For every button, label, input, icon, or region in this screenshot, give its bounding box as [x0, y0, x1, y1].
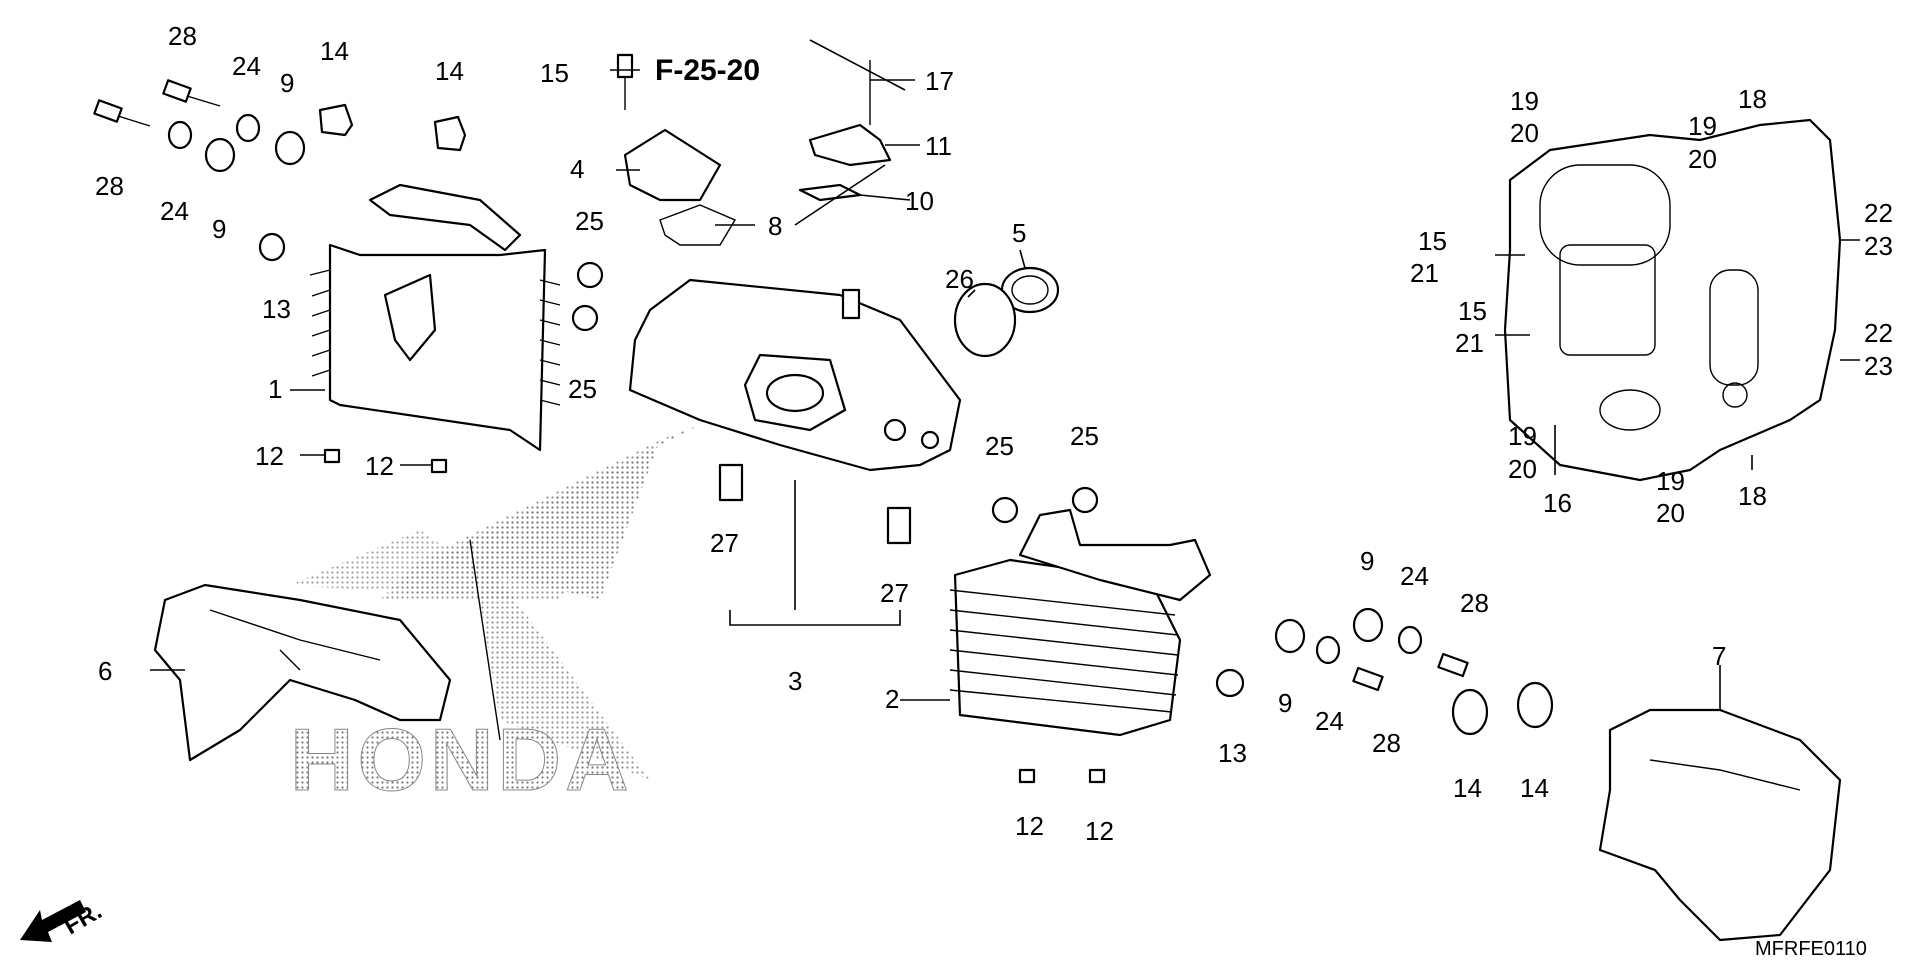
callout-25-c: 25 [985, 431, 1014, 461]
valve-cover-small [623, 128, 737, 246]
honda-watermark-text: HONDA [290, 710, 633, 809]
callout-14-c: 14 [1453, 773, 1482, 803]
callout-23-b: 23 [1864, 351, 1893, 381]
callout-12-d: 12 [1085, 816, 1114, 846]
callout-15-b: 15 [1418, 226, 1447, 256]
callout-17: 17 [925, 66, 954, 96]
callout-12-b: 12 [365, 451, 394, 481]
head-cover-plate [1503, 118, 1842, 482]
small-parts [93, 53, 1554, 784]
callout-18-a: 18 [1738, 84, 1767, 114]
callout-4: 4 [570, 154, 584, 184]
callout-24-d: 24 [1315, 706, 1344, 736]
callout-9-c: 9 [1360, 546, 1374, 576]
callout-16: 16 [1543, 488, 1572, 518]
callout-10: 10 [905, 186, 934, 216]
callout-9-d: 9 [1278, 688, 1292, 718]
callout-2: 2 [885, 684, 899, 714]
callout-15-a: 15 [540, 58, 569, 88]
callout-19-a: 19 [1510, 86, 1539, 116]
callout-1: 1 [268, 374, 282, 404]
o-ring-26 [953, 282, 1017, 358]
bracket-11 [798, 60, 892, 202]
side-cover-6 [153, 583, 452, 762]
callout-28-d: 28 [1372, 728, 1401, 758]
callout-6: 6 [98, 656, 112, 686]
callout-11: 11 [925, 131, 952, 161]
callout-24-a: 24 [232, 51, 261, 81]
drawing-code: MFRFE0110 [1755, 938, 1867, 960]
callout-20-d: 20 [1656, 498, 1685, 528]
front-direction-arrow [20, 900, 86, 942]
callout-12-a: 12 [255, 441, 284, 471]
callout-21-a: 21 [1410, 258, 1439, 288]
honda-wing-watermark [290, 425, 700, 780]
callout-7: 7 [1712, 641, 1726, 671]
callout-25-b: 25 [568, 374, 597, 404]
callout-8: 8 [768, 211, 782, 241]
front-direction-label: FR. [60, 897, 107, 940]
callout-13-b: 13 [1218, 738, 1247, 768]
callout-25-d: 25 [1070, 421, 1099, 451]
callout-24-c: 24 [1400, 561, 1429, 591]
callout-25-a: 25 [575, 206, 604, 236]
cylinder-head [628, 278, 962, 472]
callout-15-c: 15 [1458, 296, 1487, 326]
leader-lines [150, 39, 1860, 710]
callout-21-b: 21 [1455, 328, 1484, 358]
callout-27-b: 27 [880, 578, 909, 608]
callout-14-a: 14 [320, 36, 349, 66]
callout-20-b: 20 [1688, 144, 1717, 174]
callout-9-a: 9 [280, 68, 294, 98]
reference-code[interactable]: F-25-20 [655, 54, 760, 87]
callout-20-c: 20 [1508, 454, 1537, 484]
callout-19-b: 19 [1688, 111, 1717, 141]
plug-5 [1000, 266, 1060, 314]
callout-13-a: 13 [262, 294, 291, 324]
callout-26: 26 [945, 264, 974, 294]
callout-14-d: 14 [1520, 773, 1549, 803]
callout-23-a: 23 [1864, 231, 1893, 261]
callout-24-b: 24 [160, 196, 189, 226]
callout-19-c: 19 [1508, 421, 1537, 451]
side-cover-7 [1598, 708, 1842, 942]
front-cylinder [309, 183, 561, 452]
callout-28-b: 28 [95, 171, 124, 201]
callout-19-d: 19 [1656, 466, 1685, 496]
callout-22-b: 22 [1864, 318, 1893, 348]
callout-28-a: 28 [168, 21, 197, 51]
callout-22-a: 22 [1864, 198, 1893, 228]
callout-5: 5 [1012, 218, 1026, 248]
callout-labels: 28 28 24 24 9 9 14 14 13 25 25 1 12 12 1… [95, 21, 1893, 846]
rear-cylinder [949, 508, 1212, 737]
callout-27-a: 27 [710, 528, 739, 558]
callout-9-b: 9 [212, 214, 226, 244]
callout-18-b: 18 [1738, 481, 1767, 511]
callout-28-c: 28 [1460, 588, 1489, 618]
callout-20-a: 20 [1510, 118, 1539, 148]
callout-12-c: 12 [1015, 811, 1044, 841]
callout-3: 3 [788, 666, 802, 696]
callout-14-b: 14 [435, 56, 464, 86]
